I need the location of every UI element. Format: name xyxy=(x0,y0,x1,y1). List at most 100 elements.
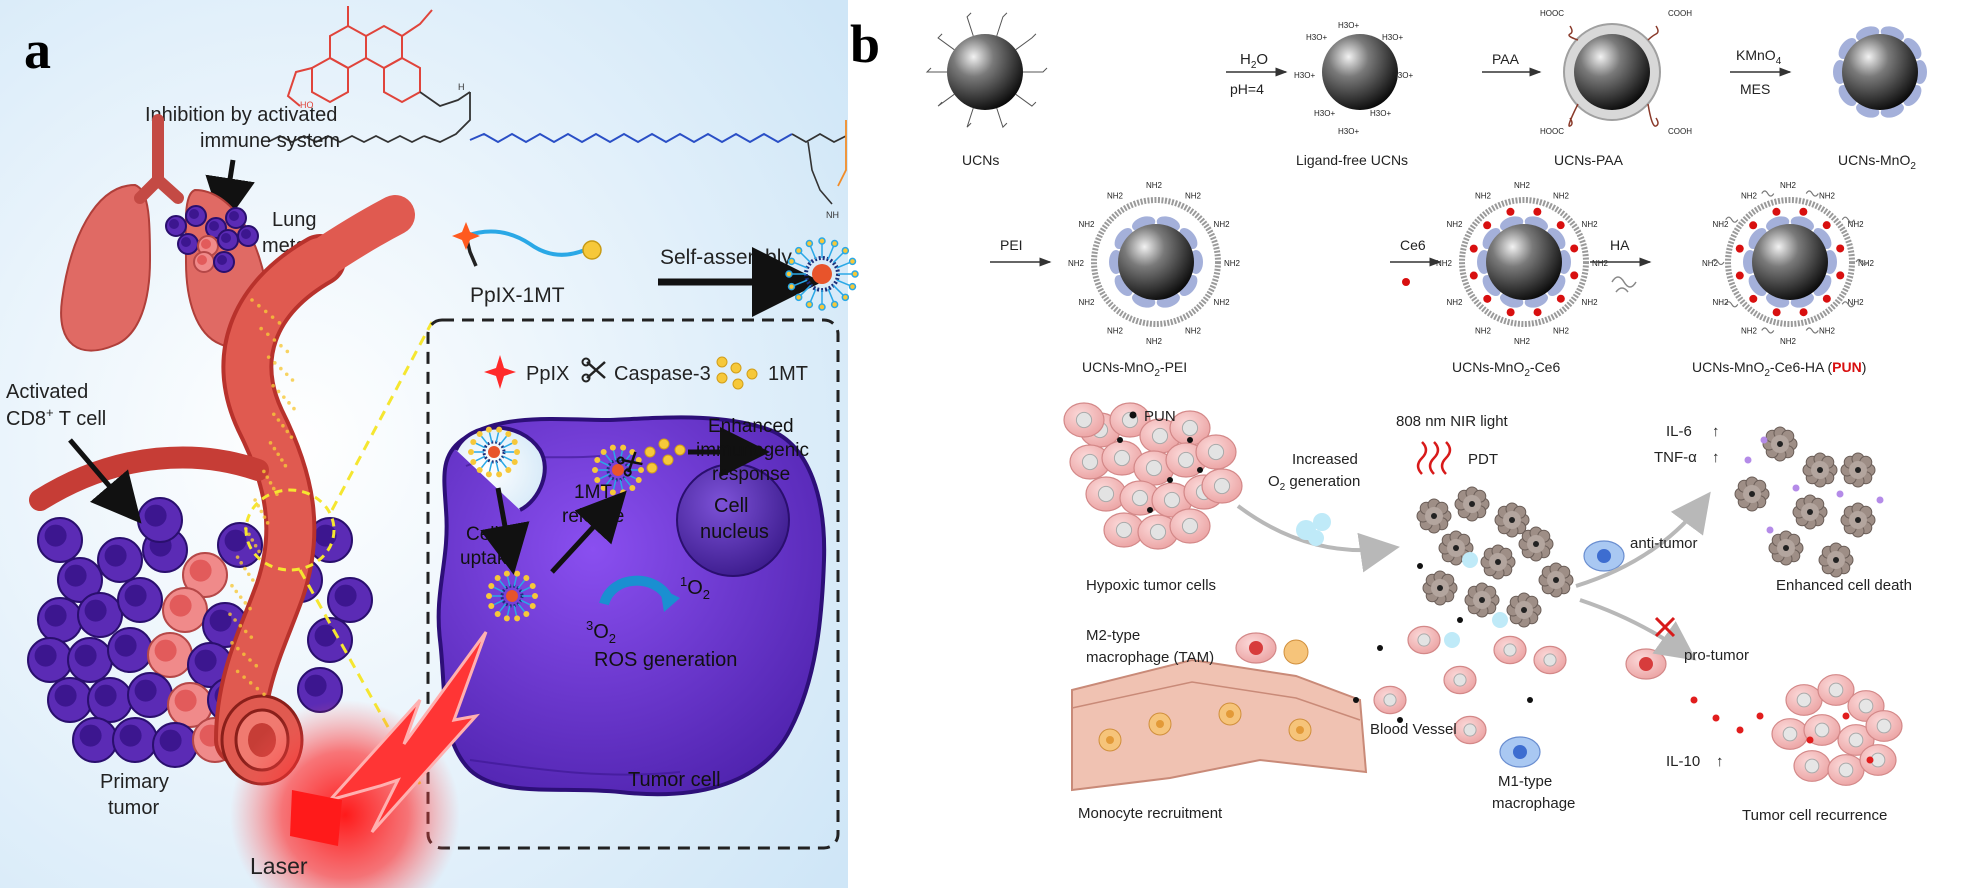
pink-cell xyxy=(1119,480,1161,516)
svg-text:NH2: NH2 xyxy=(1146,337,1163,346)
svg-text:NH2: NH2 xyxy=(1582,220,1599,229)
il10-up-arrow: ↑ xyxy=(1716,753,1724,770)
pink-cell xyxy=(1533,645,1567,675)
ucns-label: UCNs xyxy=(962,152,999,168)
svg-text:NH2: NH2 xyxy=(1146,181,1163,190)
dead-cell xyxy=(1734,476,1770,512)
recurrence-cell xyxy=(1865,710,1903,742)
pro-tumor-label: pro-tumor xyxy=(1684,647,1749,664)
svg-text:H3O+: H3O+ xyxy=(1370,109,1391,118)
micelle-icon xyxy=(785,237,859,311)
tcell xyxy=(182,552,228,598)
singlet-oxygen: 1O2 xyxy=(680,574,710,602)
arrow-pei: PEI xyxy=(1000,237,1023,253)
nir-label: 808 nm NIR light xyxy=(1396,413,1509,430)
svg-text:NH2: NH2 xyxy=(1446,220,1463,229)
nucleus-label-1: Cell xyxy=(714,495,748,517)
nh-label: H xyxy=(458,82,465,92)
tcell xyxy=(193,251,215,273)
tumor-cell-small xyxy=(67,637,113,683)
tcell xyxy=(162,587,208,633)
tumor-cell-small xyxy=(152,722,198,768)
tumor-cell-small xyxy=(37,517,83,563)
svg-text:NH2: NH2 xyxy=(1848,298,1865,307)
tumor-cell-small xyxy=(112,717,158,763)
lung-metastasis-cluster xyxy=(165,205,259,273)
svg-text:NH2: NH2 xyxy=(1078,220,1095,229)
zoom-connector-top xyxy=(330,321,434,511)
tumor-cell-small xyxy=(107,627,153,673)
ucns-mno2-particle xyxy=(1833,26,1927,118)
tumor-cell-small xyxy=(187,642,233,688)
svg-text:HOOC: HOOC xyxy=(1540,9,1564,18)
svg-text:NH2: NH2 xyxy=(1712,298,1729,307)
ligand-free-label: Ligand-free UCNs xyxy=(1296,152,1408,168)
primary-tumor-label-1: Primary xyxy=(100,771,169,793)
pink-cell xyxy=(1069,444,1111,480)
svg-text:NH2: NH2 xyxy=(1780,181,1797,190)
panel-b-letter: b xyxy=(850,14,880,74)
pink-cell xyxy=(1169,508,1211,544)
m1-label-2: macrophage xyxy=(1492,795,1575,812)
pink-cell xyxy=(1133,450,1175,486)
enhanced-death-label: Enhanced cell death xyxy=(1776,577,1912,594)
tumor-cell-small xyxy=(127,672,173,718)
laser-bolt xyxy=(325,631,488,834)
svg-text:NH2: NH2 xyxy=(1819,327,1836,336)
artery-branch-left xyxy=(29,446,269,511)
ucns-paa-label: UCNs-PAA xyxy=(1554,152,1624,168)
pun-legend-label: PUN xyxy=(1144,408,1176,425)
il6-label: IL-6 xyxy=(1666,423,1692,440)
svg-text:NH2: NH2 xyxy=(1819,191,1836,200)
micelle-small xyxy=(486,570,538,622)
svg-text:COOH: COOH xyxy=(1668,9,1692,18)
zoom-box xyxy=(426,318,840,850)
tumor-cell-small xyxy=(185,205,207,227)
pink-cell xyxy=(1201,468,1243,504)
artery-main xyxy=(218,238,342,762)
arrow-ph: pH=4 xyxy=(1230,81,1264,97)
m2-label-2: macrophage (TAM) xyxy=(1086,649,1214,666)
tumor-cell-small xyxy=(77,592,123,638)
svg-text:NH2: NH2 xyxy=(1107,191,1124,200)
recurrence-label: Tumor cell recurrence xyxy=(1742,807,1887,824)
svg-text:NH2: NH2 xyxy=(1553,191,1570,200)
pink-cell xyxy=(1063,402,1105,438)
dead-cell xyxy=(1818,542,1854,578)
svg-text:H3O+: H3O+ xyxy=(1382,33,1403,42)
peg-chain xyxy=(469,132,793,144)
enhanced-label-3: response xyxy=(712,464,790,485)
inhibition-label-1: Inhibition by activated xyxy=(145,104,337,126)
ppix-legend-icon xyxy=(484,355,516,389)
tumor-cell-small xyxy=(57,557,103,603)
dead-cell xyxy=(1762,426,1798,462)
dead-cell xyxy=(1802,452,1838,488)
svg-text:NH2: NH2 xyxy=(1592,259,1609,268)
artery-top xyxy=(300,195,415,280)
tumor-cell-small xyxy=(217,522,263,568)
o2-bubbles xyxy=(1296,513,1331,546)
svg-text:NH2: NH2 xyxy=(1553,327,1570,336)
caspase-legend-icon xyxy=(581,357,606,383)
svg-text:COOH: COOH xyxy=(1668,127,1692,136)
primary-tumor-label-2: tumor xyxy=(108,797,159,819)
dead-cell xyxy=(1518,526,1554,562)
release-arrow xyxy=(550,490,627,574)
pun-legend-dot xyxy=(1129,411,1137,419)
ros-label: ROS generation xyxy=(594,649,737,671)
inhibition-label-2: immune system xyxy=(200,130,340,152)
dead-cell xyxy=(1840,452,1876,488)
pink-cell xyxy=(1103,512,1145,548)
tumor-cell-small xyxy=(27,637,73,683)
tcell-label-2: CD8+ T cell xyxy=(6,405,106,430)
tcell xyxy=(167,682,213,728)
laser-label: Laser xyxy=(250,853,308,879)
pink-cell xyxy=(1407,625,1441,655)
zoom-circle xyxy=(244,488,336,572)
svg-text:NH2: NH2 xyxy=(1702,259,1719,268)
recurrence-cell xyxy=(1817,674,1855,706)
